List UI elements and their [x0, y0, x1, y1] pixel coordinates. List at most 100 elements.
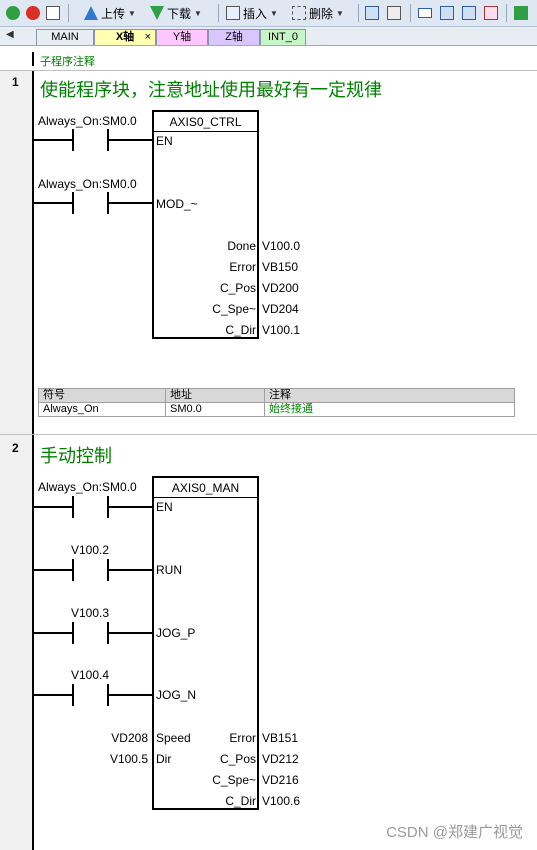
contact-label[interactable]: V100.3	[71, 606, 110, 620]
input-value[interactable]: V100.5	[109, 752, 148, 766]
block-name: AXIS0_MAN	[171, 481, 240, 495]
upload-button[interactable]: 上传 ▼	[84, 4, 136, 22]
next-button[interactable]	[462, 4, 476, 22]
contact-label[interactable]: Always_On:SM0.0	[38, 177, 137, 191]
output-pin-label: Error	[229, 731, 256, 745]
output-value[interactable]: V100.0	[262, 239, 301, 253]
output-value[interactable]: VD212	[262, 752, 299, 766]
contact-bar[interactable]	[72, 129, 74, 151]
rung-separator	[0, 70, 537, 71]
tab-scroll-left-icon[interactable]: ◀	[6, 29, 14, 40]
wire	[109, 506, 152, 508]
column-header: 地址	[165, 388, 265, 403]
output-value[interactable]: VB151	[262, 731, 299, 745]
delete-button[interactable]: 删除 ▼	[292, 4, 344, 22]
column-header: 注释	[264, 388, 515, 403]
comment-button[interactable]	[418, 4, 432, 22]
input-value[interactable]: VD208	[111, 731, 148, 745]
pin-label: RUN	[156, 563, 182, 577]
delete-icon	[292, 6, 306, 20]
contact-bar[interactable]	[72, 622, 74, 644]
contact-bar[interactable]	[107, 129, 109, 151]
output-pin-label: C_Pos	[219, 752, 256, 766]
contact-bar[interactable]	[72, 559, 74, 581]
output-value[interactable]: VD204	[262, 302, 299, 316]
contact-bar[interactable]	[107, 559, 109, 581]
chevron-down-icon: ▼	[194, 8, 202, 18]
ladder-editor[interactable]: 子程序注释 1 使能程序块，注意地址使用最好有一定规律 AXIS0_CTRL A…	[0, 46, 537, 850]
compile-button[interactable]	[46, 4, 60, 22]
close-icon[interactable]: ×	[144, 31, 151, 43]
symbol-table-header: 符号 地址 注释	[38, 388, 515, 403]
toolbar-separator	[218, 4, 219, 22]
insert-label: 插入	[243, 6, 268, 21]
block-name: AXIS0_CTRL	[169, 115, 242, 129]
contact-bar[interactable]	[107, 496, 109, 518]
rung-gutter	[0, 435, 32, 850]
contact-label[interactable]: V100.4	[71, 668, 110, 682]
clear-button[interactable]	[484, 4, 498, 22]
network-button[interactable]	[365, 4, 379, 22]
prev-button[interactable]	[440, 4, 454, 22]
contact-label[interactable]: Always_On:SM0.0	[38, 480, 137, 494]
tab-label: X轴	[115, 31, 135, 43]
output-value[interactable]: V100.6	[262, 794, 301, 808]
run-icon	[6, 6, 20, 20]
toolbar-separator	[506, 4, 507, 22]
rung-number[interactable]: 1	[12, 75, 19, 89]
contact-bar[interactable]	[72, 684, 74, 706]
clear-icon	[484, 6, 498, 20]
run-button[interactable]	[6, 4, 20, 22]
download-button[interactable]: 下载 ▼	[150, 4, 202, 22]
bookmark-icon	[387, 6, 401, 20]
address-cell: SM0.0	[165, 402, 265, 417]
contact-label[interactable]: Always_On:SM0.0	[38, 114, 137, 128]
toolbar-separator	[68, 4, 69, 22]
watermark: CSDN @郑建广视觉	[386, 824, 523, 841]
contact-bar[interactable]	[107, 192, 109, 214]
insert-button[interactable]: 插入 ▼	[226, 4, 278, 22]
stop-button[interactable]	[26, 4, 40, 22]
upload-arrow-icon	[84, 6, 98, 20]
rung-number[interactable]: 2	[12, 441, 19, 455]
pin-label: EN	[156, 134, 173, 148]
output-pin-label: C_Dir	[225, 794, 256, 808]
download-arrow-icon	[150, 6, 164, 20]
rung-title[interactable]: 手动控制	[40, 446, 112, 466]
tab-int0[interactable]: INT_0	[260, 29, 306, 45]
wire	[34, 569, 72, 571]
subroutine-comment[interactable]: 子程序注释	[40, 56, 95, 68]
contact-label[interactable]: V100.2	[71, 543, 110, 557]
output-pin-label: Error	[229, 260, 256, 274]
contact-bar[interactable]	[107, 684, 109, 706]
block-header-line	[154, 131, 257, 132]
contact-bar[interactable]	[72, 496, 74, 518]
goto-button[interactable]	[514, 4, 528, 22]
toolbar-separator	[410, 4, 411, 22]
arrow-left-icon	[440, 6, 454, 20]
output-value[interactable]: VD200	[262, 281, 299, 295]
power-rail	[32, 71, 34, 434]
chevron-down-icon: ▼	[128, 8, 136, 18]
output-pin-label: C_Dir	[225, 323, 256, 337]
pin-label: EN	[156, 500, 173, 514]
tab-label: Z轴	[225, 31, 243, 43]
tab-x-axis[interactable]: X轴 ×	[94, 29, 156, 45]
function-block[interactable]: AXIS0_CTRL	[152, 110, 259, 339]
tab-y-axis[interactable]: Y轴	[156, 29, 208, 45]
output-value[interactable]: VB150	[262, 260, 299, 274]
tab-z-axis[interactable]: Z轴	[208, 29, 260, 45]
contact-bar[interactable]	[107, 622, 109, 644]
rung-title[interactable]: 使能程序块，注意地址使用最好有一定规律	[40, 80, 382, 100]
contact-bar[interactable]	[72, 192, 74, 214]
output-value[interactable]: VD216	[262, 773, 299, 787]
bookmark-button[interactable]	[387, 4, 401, 22]
pin-label: Dir	[156, 752, 172, 766]
tab-main[interactable]: MAIN	[36, 29, 94, 45]
block-header-line	[154, 497, 257, 498]
function-block[interactable]: AXIS0_MAN	[152, 476, 259, 810]
output-pin-label: Done	[227, 239, 256, 253]
stop-icon	[26, 6, 40, 20]
upload-label: 上传	[101, 6, 126, 21]
output-value[interactable]: V100.1	[262, 323, 301, 337]
